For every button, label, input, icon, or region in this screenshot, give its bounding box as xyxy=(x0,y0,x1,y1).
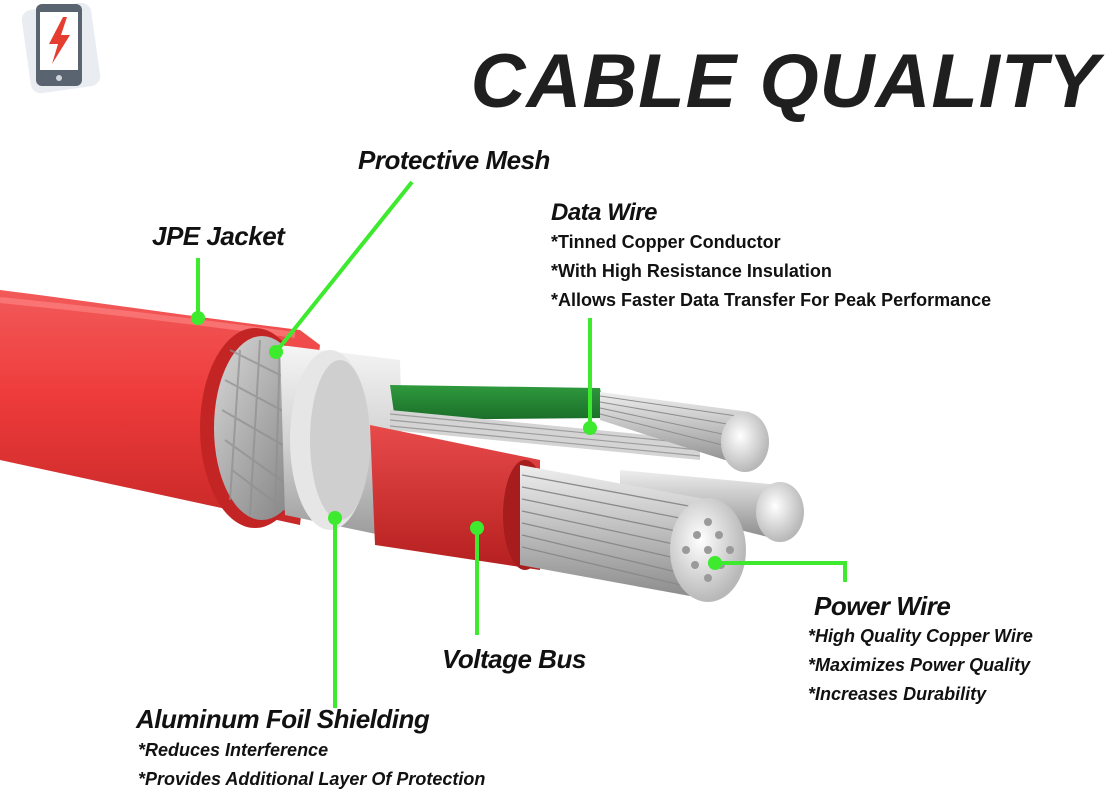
data-wire-item: *With High Resistance Insulation xyxy=(551,261,832,281)
power-wire-details: *High Quality Copper Wire *Maximizes Pow… xyxy=(808,622,1033,709)
power-wire-item: *Maximizes Power Quality xyxy=(808,655,1031,675)
phone-lightning-icon xyxy=(21,2,101,94)
label-data-wire: Data Wire xyxy=(551,199,657,226)
aluminum-foil-item: *Provides Additional Layer Of Protection xyxy=(138,769,486,789)
label-jpe-jacket: JPE Jacket xyxy=(152,221,285,251)
data-wire-item: *Allows Faster Data Transfer For Peak Pe… xyxy=(551,290,992,310)
aluminum-foil-item: *Reduces Interference xyxy=(138,740,329,760)
data-wire-tip xyxy=(721,412,769,472)
data-wire-item: *Tinned Copper Conductor xyxy=(551,232,781,252)
label-voltage-bus: Voltage Bus xyxy=(442,644,586,674)
label-power-wire: Power Wire xyxy=(814,591,951,621)
data-wire-details: *Tinned Copper Conductor *With High Resi… xyxy=(551,228,991,315)
power-wire-strands xyxy=(520,465,712,600)
page-title: CABLE QUALITY xyxy=(470,39,1100,124)
data-wire-insulation-green xyxy=(390,385,605,420)
power-wire-item: *High Quality Copper Wire xyxy=(808,626,1033,646)
power-wire-item: *Increases Durability xyxy=(808,684,987,704)
aluminum-foil-details: *Reduces Interference *Provides Addition… xyxy=(138,736,485,794)
label-protective-mesh: Protective Mesh xyxy=(358,145,550,175)
callout-lines xyxy=(196,180,847,708)
label-aluminum-foil-shielding: Aluminum Foil Shielding xyxy=(136,704,430,734)
voltage-bus-insulation xyxy=(370,425,540,570)
